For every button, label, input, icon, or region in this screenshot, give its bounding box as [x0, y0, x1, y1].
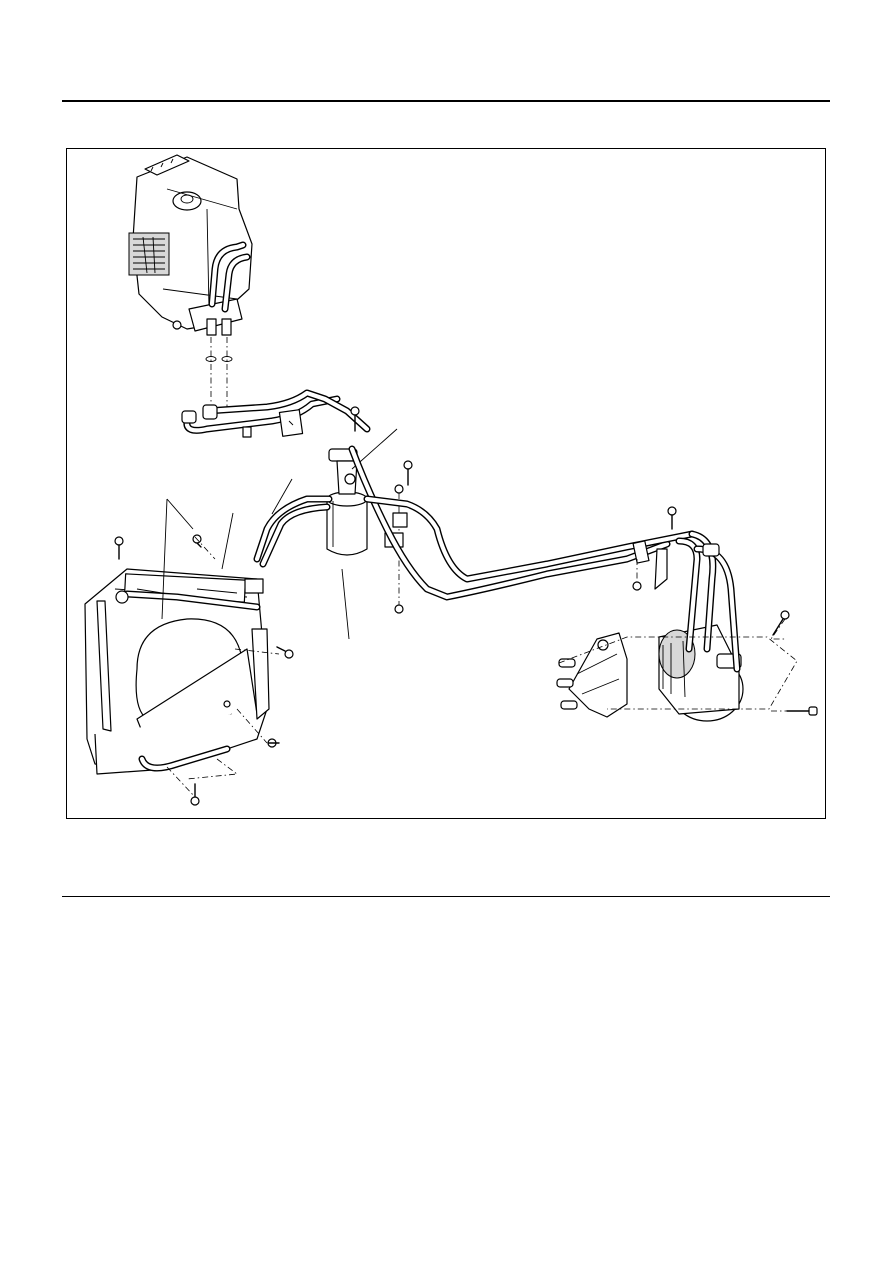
heater-unit: [128, 154, 253, 336]
header-rule: [62, 100, 830, 102]
footer-rule: [62, 896, 830, 897]
compressor-bolts: [558, 610, 818, 716]
compressor-bracket: [556, 632, 628, 718]
discharge-hose: [253, 478, 696, 583]
o-rings: [205, 337, 233, 411]
receiver-drier: [326, 406, 413, 640]
compressor: [658, 530, 744, 722]
suction-hose: [348, 445, 671, 601]
ac-refrigerant-line-exploded-diagram: [66, 148, 826, 819]
evaporator-pipe-assembly: [181, 389, 371, 438]
condenser: [84, 498, 294, 806]
